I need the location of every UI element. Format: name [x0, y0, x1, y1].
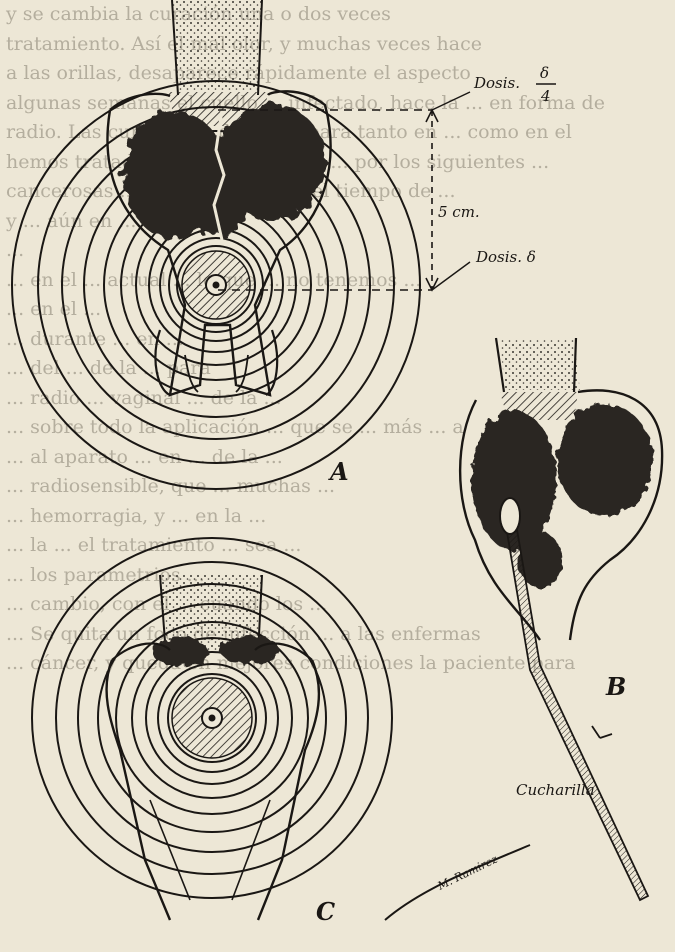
dose-top-label: Dosis.	[473, 74, 520, 92]
illustrator-signature: M. Ramirez	[385, 845, 530, 920]
vaginal-canal-a	[172, 0, 262, 90]
signature-text: M. Ramirez	[435, 852, 500, 893]
spoon-label: Cucharilla	[516, 781, 595, 799]
figure-c: C	[32, 538, 392, 926]
dose-bottom-label: Dosis. δ	[475, 248, 536, 266]
figure-c-letter: C	[316, 897, 335, 926]
tumor-mass-b	[472, 404, 653, 588]
dose-top-denominator: 4	[540, 87, 551, 105]
figure-a-letter: A	[328, 457, 349, 486]
figure-a: Dosis. δ 4 5 cm. Dosis. δ A	[12, 0, 556, 489]
figure-b: Cucharilla B	[460, 338, 662, 900]
dose-top-numerator: δ	[540, 64, 549, 82]
figure-b-letter: B	[605, 672, 626, 701]
distance-label: 5 cm.	[438, 203, 480, 221]
